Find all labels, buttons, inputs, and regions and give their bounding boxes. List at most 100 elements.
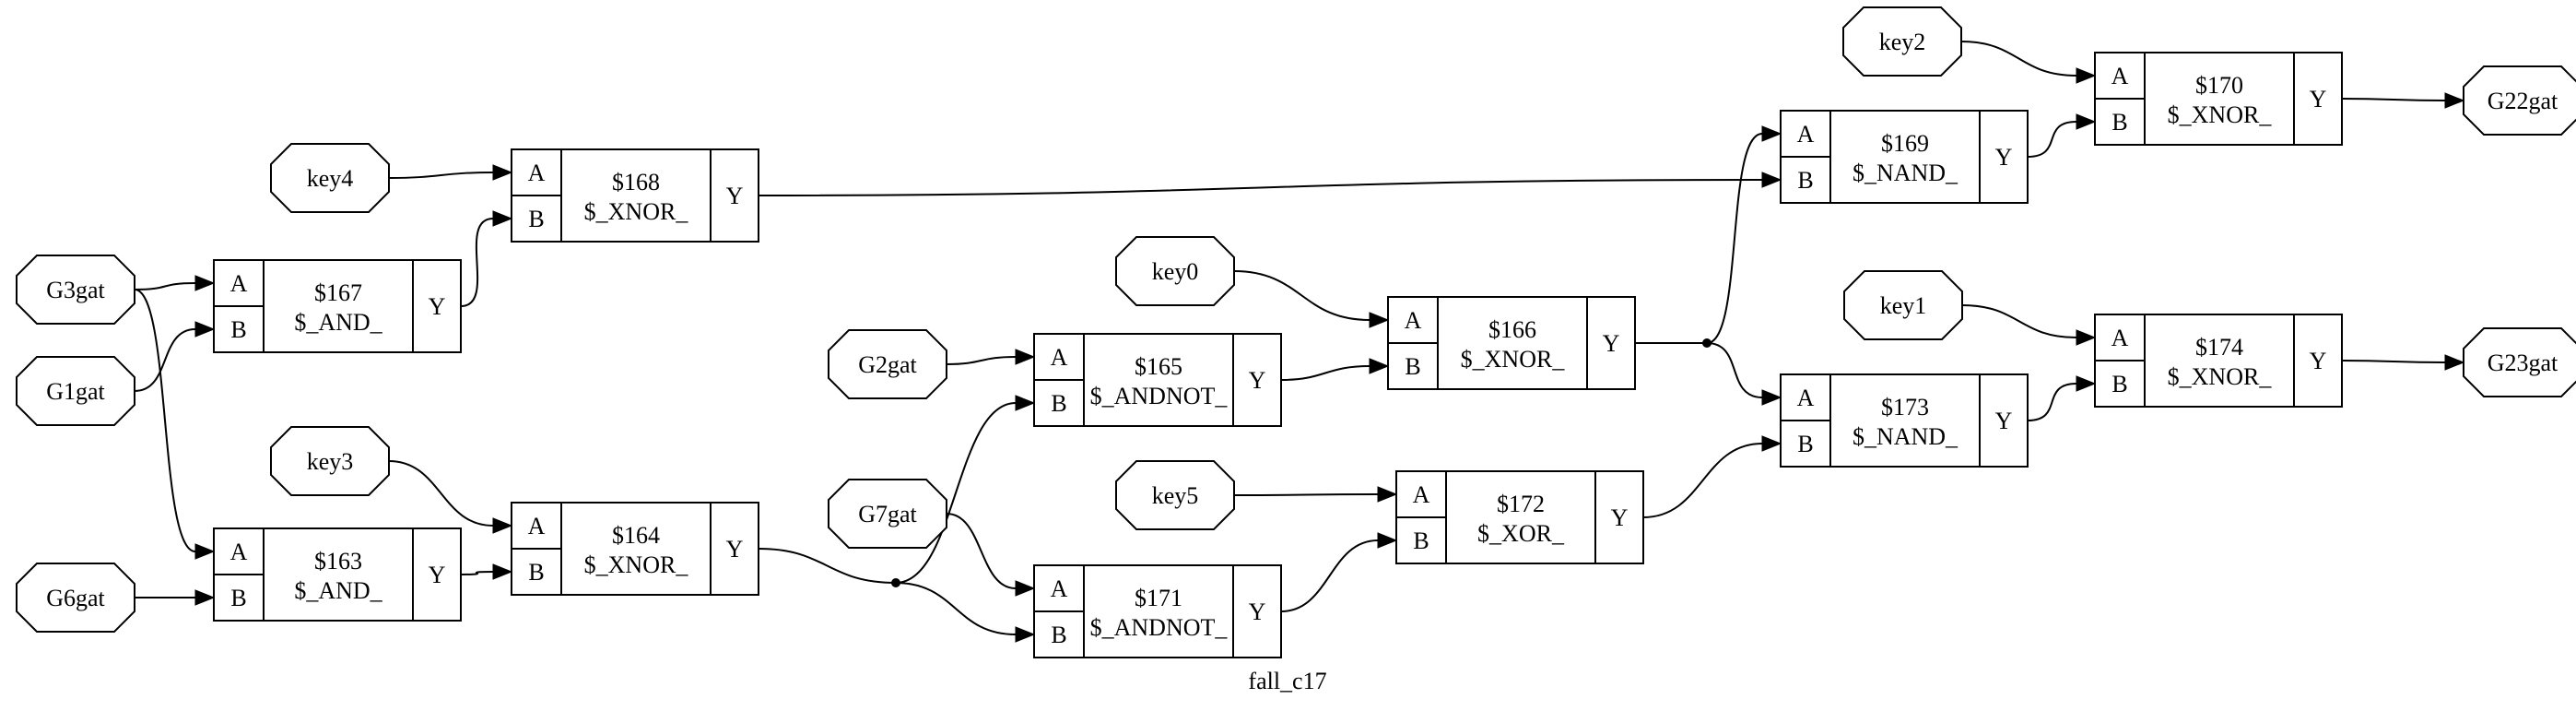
pin-y-label: Y <box>1603 330 1620 357</box>
port-label: G6gat <box>46 585 105 611</box>
port-label: key2 <box>1879 29 1926 55</box>
wire <box>388 172 494 179</box>
pin-a-label: A <box>528 160 546 186</box>
wires-layer <box>134 41 2465 643</box>
wire <box>895 402 1017 584</box>
port-label: G23gat <box>2488 350 2558 376</box>
wire <box>1280 365 1370 381</box>
pin-y-label: Y <box>726 183 744 209</box>
pin-a-label: A <box>1051 575 1068 602</box>
wire-arrowhead <box>2076 329 2097 346</box>
wire-arrowhead <box>492 210 513 227</box>
cell-name: $169 <box>1881 130 1929 157</box>
wire <box>1961 304 2077 338</box>
cell-c168: ABY$168$_XNOR_ <box>511 148 759 243</box>
cell-c165: ABY$165$_ANDNOT_ <box>1033 333 1282 427</box>
cell-name: $165 <box>1135 353 1182 380</box>
cell-type: $_XNOR_ <box>2168 363 2273 390</box>
wire <box>2027 121 2077 158</box>
wire <box>134 289 196 552</box>
wire <box>1233 270 1370 321</box>
wire-arrowhead <box>492 517 513 534</box>
cell-type: $_AND_ <box>294 309 382 336</box>
wire <box>758 179 1763 196</box>
pin-a-label: A <box>1797 385 1815 411</box>
wire <box>2341 98 2446 101</box>
wire-arrowhead <box>1761 435 1782 452</box>
cell-name: $163 <box>314 548 362 575</box>
port-label: key5 <box>1152 482 1199 509</box>
cells-layer: ABY$168$_XNOR_ABY$167$_AND_ABY$163$_AND_… <box>213 52 2343 658</box>
cell-type: $_XOR_ <box>1477 520 1565 547</box>
port-g7gat: G7gat <box>828 479 947 549</box>
wire-arrowhead <box>2076 67 2097 84</box>
port-octagon <box>828 329 947 399</box>
wire <box>460 571 494 575</box>
pin-a-label: A <box>1405 307 1422 334</box>
port-octagon <box>1842 6 1962 77</box>
wire-arrowhead <box>1761 172 1782 188</box>
cell-c166: ABY$166$_XNOR_ <box>1387 296 1636 390</box>
wire-arrowhead <box>194 543 216 560</box>
port-octagon <box>1115 460 1235 530</box>
port-label: G22gat <box>2488 88 2558 114</box>
wire <box>1280 539 1379 612</box>
diagram-title: fall_c17 <box>1248 668 1326 694</box>
wire-arrowhead <box>194 589 216 606</box>
cell-c174: ABY$174$_XNOR_ <box>2094 314 2343 408</box>
pin-a-label: A <box>1051 344 1068 371</box>
wire-arrowhead <box>1015 349 1036 365</box>
cell-name: $168 <box>612 169 660 196</box>
cell-c171: ABY$171$_ANDNOT_ <box>1033 564 1282 658</box>
cell-c169: ABY$169$_NAND_ <box>1780 110 2029 204</box>
wire <box>1233 493 1379 496</box>
wire-arrowhead <box>1377 486 1398 503</box>
port-label: key1 <box>1880 292 1927 319</box>
cell-c163: ABY$163$_AND_ <box>213 527 462 622</box>
cell-type: $_XNOR_ <box>584 198 689 225</box>
wire <box>1642 443 1763 518</box>
cell-name: $167 <box>314 279 362 306</box>
pin-a-label: A <box>2111 325 2129 351</box>
port-label: G1gat <box>46 378 105 405</box>
cell-type: $_ANDNOT_ <box>1090 614 1229 641</box>
port-label: G2gat <box>858 351 917 378</box>
wire <box>946 513 1017 589</box>
pin-y-label: Y <box>429 293 446 320</box>
wire-arrowhead <box>2444 92 2465 109</box>
pin-a-label: A <box>230 270 248 297</box>
port-octagon <box>2463 65 2576 136</box>
cell-type: $_ANDNOT_ <box>1090 383 1229 409</box>
port-g6gat: G6gat <box>16 563 135 633</box>
port-key0: key0 <box>1115 236 1235 306</box>
wire-arrowhead <box>1761 125 1782 142</box>
wire-arrowhead <box>1369 358 1390 374</box>
port-key2: key2 <box>1842 6 1962 77</box>
port-octagon <box>2463 327 2576 397</box>
port-octagon <box>828 479 947 549</box>
cell-c170: ABY$170$_XNOR_ <box>2094 52 2343 146</box>
cell-type: $_XNOR_ <box>584 551 689 578</box>
pin-a-label: A <box>1797 121 1815 148</box>
cell-type: $_AND_ <box>294 577 382 604</box>
port-g2gat: G2gat <box>828 329 947 399</box>
port-key1: key1 <box>1843 270 1963 340</box>
wire <box>2027 383 2077 421</box>
cell-c167: ABY$167$_AND_ <box>213 259 462 353</box>
cell-name: $172 <box>1497 491 1545 517</box>
wire <box>1960 41 2077 77</box>
wire-arrowhead <box>2076 375 2097 392</box>
pin-a-label: A <box>1413 481 1430 508</box>
wire <box>895 582 1017 635</box>
port-g3gat: G3gat <box>16 255 135 325</box>
wire <box>460 218 494 307</box>
pin-b-label: B <box>2111 109 2127 136</box>
port-octagon <box>16 255 135 325</box>
pin-b-label: B <box>2111 371 2127 397</box>
cell-c173: ABY$173$_NAND_ <box>1780 373 2029 468</box>
pin-b-label: B <box>1797 167 1813 194</box>
pin-a-label: A <box>2111 63 2129 89</box>
wire-arrowhead <box>492 563 513 580</box>
pin-y-label: Y <box>1995 144 2013 171</box>
